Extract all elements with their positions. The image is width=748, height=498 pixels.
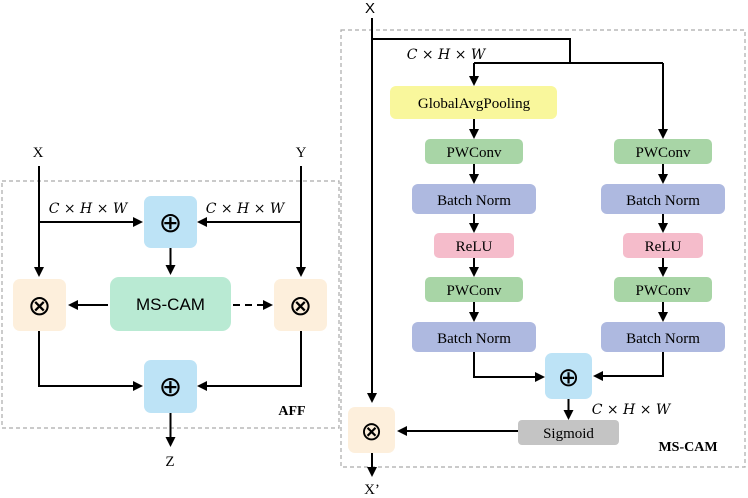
aff-add-bottom-box [144, 360, 197, 413]
mscam-right-to-add [593, 352, 664, 381]
mscam-right-pwconv1-box [614, 139, 712, 164]
mscam-mul-icon: ⊗ [361, 416, 383, 446]
aff-add-top-box [144, 196, 197, 248]
aff-input-y: Y [296, 145, 307, 161]
aff-mul-right-icon: ⊗ [289, 290, 312, 321]
mscam-right-pwconv2-box [614, 277, 712, 302]
mscam-sigmoid-label: Sigmoid [543, 426, 594, 442]
mscam-left-relu-box [434, 233, 514, 258]
mscam-left-bn2-label: Batch Norm [437, 331, 511, 347]
mscam-sigmoid-box [518, 420, 619, 445]
mscam-dashed-border [340, 29, 746, 468]
aff-dim-right: C × H × W [206, 201, 286, 217]
mscam-add-box [545, 353, 592, 399]
mscam-dim-top: C × H × W [407, 47, 487, 63]
aff-dim-left: C × H × W [49, 201, 129, 217]
mscam-right-bn1-box [601, 184, 725, 214]
mscam-pooling-label: GlobalAvgPooling [418, 96, 531, 112]
mscam-right-relu-label: ReLU [645, 239, 682, 255]
mscam-right-bn2-box [601, 322, 725, 352]
mscam-left-to-add [473, 352, 545, 382]
mscam-right-pwconv2-label: PWConv [635, 283, 691, 299]
mscam-left-pwconv1-box [425, 139, 523, 164]
mscam-right-bn2-label: Batch Norm [626, 331, 700, 347]
aff-right-mul-to-add [197, 331, 302, 391]
mscam-left-pwconv1-label: PWConv [446, 145, 502, 161]
mscam-add-icon: ⊕ [558, 362, 580, 392]
mscam-left-bn2-box [412, 322, 536, 352]
aff-output-z: Z [165, 454, 174, 470]
mscam-pooling-box [390, 86, 557, 119]
mscam-left-pwconv2-box [425, 277, 523, 302]
aff-mul-left-box [13, 279, 66, 331]
aff-ms-cam-label: MS-CAM [136, 295, 205, 314]
mscam-left-relu-label: ReLU [456, 239, 493, 255]
aff-input-x: X [33, 145, 44, 161]
aff-add-top-icon: ⊕ [159, 207, 182, 238]
mscam-output-x: X’ [364, 482, 380, 498]
aff-ms-cam-box [110, 277, 231, 331]
mscam-right-pwconv1-label: PWConv [635, 145, 691, 161]
aff-mul-left-icon: ⊗ [28, 290, 51, 321]
mscam-dim-bottom: C × H × W [592, 402, 672, 418]
mscam-left-pwconv2-label: PWConv [446, 283, 502, 299]
aff-add-bottom-icon: ⊕ [159, 371, 182, 402]
aff-left-mul-to-add [38, 331, 143, 391]
mscam-input-x: X [365, 0, 375, 17]
mscam-mul-box [348, 407, 395, 453]
mscam-branch-top [372, 38, 571, 63]
aff-mul-right-box [274, 279, 327, 331]
mscam-right-relu-box [623, 233, 703, 258]
mscam-right-bn1-label: Batch Norm [626, 193, 700, 209]
mscam-block-label: MS-CAM [658, 440, 717, 455]
aff-block-label: AFF [278, 404, 305, 419]
mscam-left-bn1-label: Batch Norm [437, 193, 511, 209]
mscam-left-bn1-box [412, 184, 536, 214]
